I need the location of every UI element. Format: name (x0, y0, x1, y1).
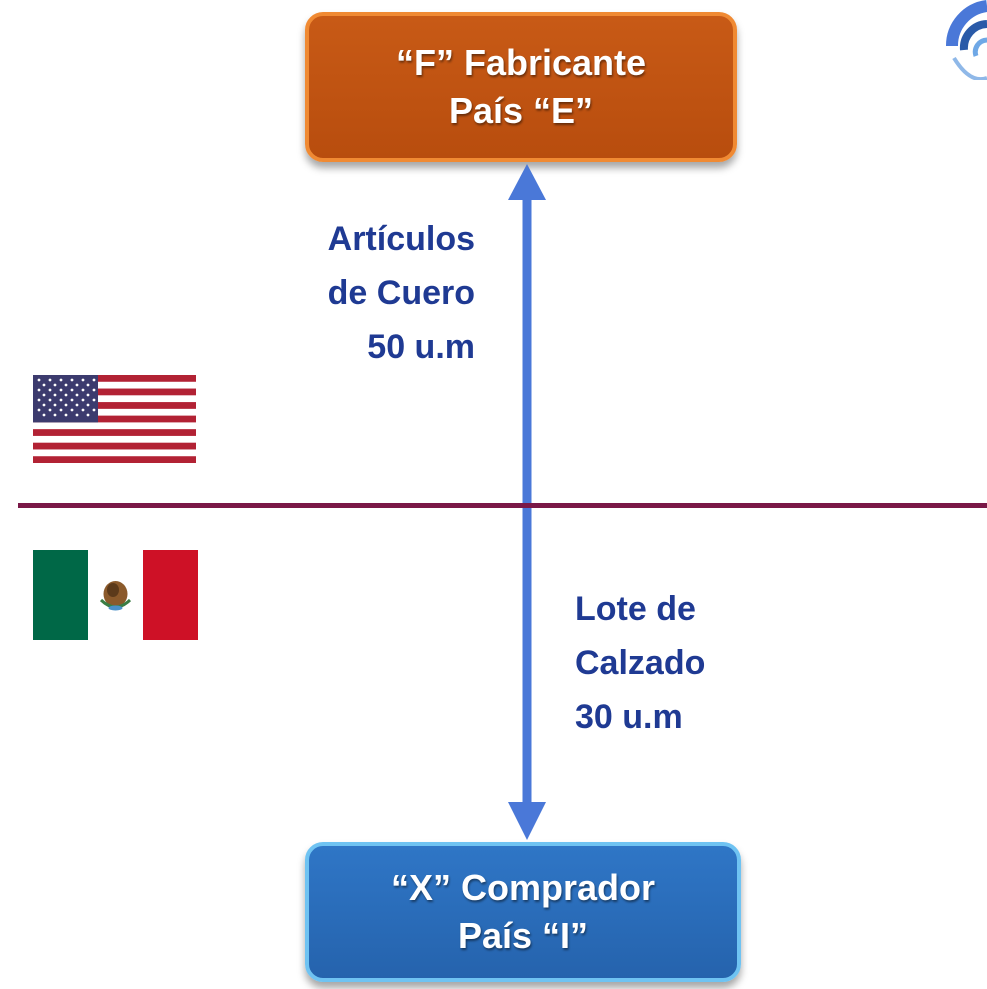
leather-goods-label: Artículos de Cuero 50 u.m (290, 212, 475, 374)
leather-goods-line2: de Cuero (327, 274, 475, 312)
buyer-title: “X” Comprador (390, 867, 656, 908)
logo-icon (945, 0, 987, 80)
buyer-country: País “I” (457, 915, 589, 956)
footwear-label: Lote de Calzado 30 u.m (575, 582, 755, 744)
manufacturer-country: País “E” (448, 90, 594, 131)
footwear-amount: 30 u.m (575, 698, 683, 736)
manufacturer-box: “F” Fabricante País “E” (305, 12, 737, 162)
us-flag-icon (33, 375, 196, 463)
footwear-line2: Calzado (575, 644, 706, 682)
footwear-line1: Lote de (575, 590, 696, 628)
manufacturer-title: “F” Fabricante (395, 42, 647, 83)
leather-goods-amount: 50 u.m (367, 328, 475, 366)
leather-goods-line1: Artículos (327, 220, 475, 258)
mexico-flag-icon (33, 550, 198, 640)
buyer-box: “X” Comprador País “I” (305, 842, 741, 982)
border-divider (18, 503, 987, 508)
double-arrow (508, 164, 546, 840)
